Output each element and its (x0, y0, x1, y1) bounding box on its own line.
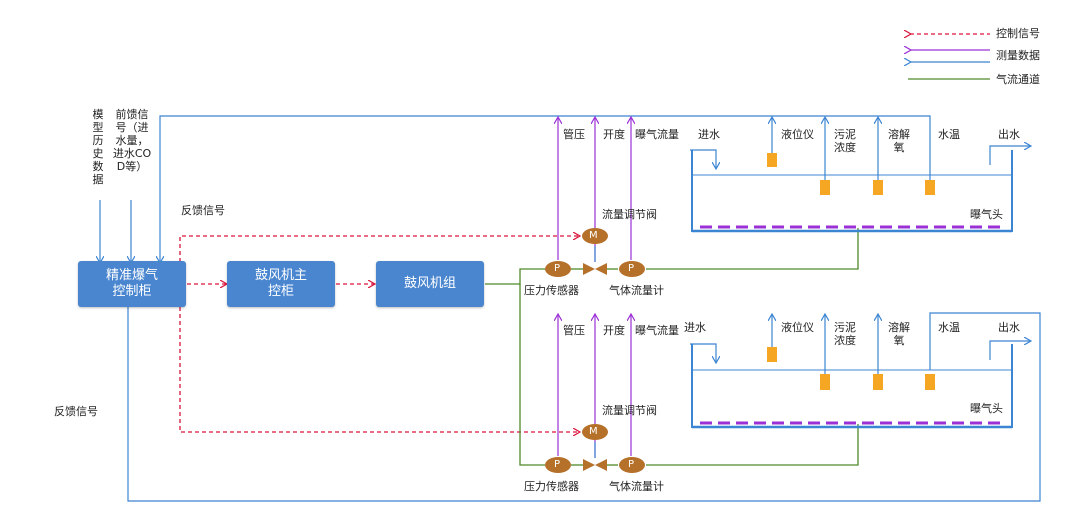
blower-unit[interactable]: 鼓风机组 (376, 261, 484, 307)
l1-diffuser-label: 曝气头 (970, 208, 1003, 221)
l2-valve-right (595, 459, 607, 471)
legend (908, 34, 990, 80)
l2-aeration-flow-label: 曝气流量 (635, 324, 679, 337)
tank-2 (691, 344, 1013, 429)
l1-outlet-label: 出水 (998, 128, 1020, 141)
blower-label: 鼓风机组 (403, 276, 456, 291)
l1-level-label: 液位仪 (781, 128, 814, 141)
tank-1 (691, 150, 1013, 233)
l1-aeration-flow-label: 曝气流量 (635, 128, 679, 141)
l1-temp-label: 水温 (938, 128, 960, 141)
l2-flow-letter: P (628, 459, 635, 470)
l1-do-sensor (873, 180, 883, 195)
l2-valve-left (583, 459, 595, 471)
ctrl-to-valve2 (179, 307, 579, 432)
l2-motor-shape (582, 424, 608, 440)
l1-inlet-arrow (690, 149, 716, 168)
l2-flow-meter-label: 气体流量计 (609, 480, 664, 493)
ctrl-to-valve1 (179, 236, 579, 262)
l2-valve-label: 流量调节阀 (602, 404, 657, 417)
l1-sludge-sensor (820, 180, 830, 195)
feedback-line-top (160, 115, 931, 262)
l1-level-sensor (767, 153, 777, 167)
l1-pressure-sensor-label: 压力传感器 (524, 284, 579, 297)
blower-ctrl-label: 鼓风机主控柜 (254, 268, 307, 299)
l2-sludge-label: 污泥浓度 (834, 321, 856, 347)
feedback-line-bottom (127, 307, 1041, 502)
air-pipe-1 (646, 228, 859, 270)
l1-outlet-arrow (989, 146, 1030, 165)
l2-inlet-label: 进水 (684, 321, 706, 334)
l1-valve-right (595, 263, 607, 275)
l2-diffuser-label: 曝气头 (970, 402, 1003, 415)
blower-main-controller[interactable]: 鼓风机主控柜 (227, 261, 335, 307)
l2-sludge-sensor (820, 374, 830, 390)
l1-valve-left (583, 263, 595, 275)
l2-pressure-sensor-shape (545, 457, 571, 473)
controller-label: 精准爆气控制柜 (105, 268, 158, 299)
l1-pipe-pressure-label: 管压 (563, 128, 585, 141)
l1-sludge-label: 污泥浓度 (834, 128, 856, 154)
feedback-label-bottom: 反馈信号 (54, 405, 98, 418)
legend-measure-label: 测量数据 (996, 49, 1040, 62)
legend-control-label: 控制信号 (996, 27, 1040, 40)
l2-opening-label: 开度 (603, 324, 625, 337)
l2-do-sensor (873, 374, 883, 390)
l1-flow-meter-label: 气体流量计 (609, 284, 664, 297)
history-data-label: 模型历史数据 (92, 108, 104, 186)
air-to-line1 (485, 268, 545, 285)
l1-do-label: 溶解氧 (888, 128, 910, 154)
l2-flow-meter-shape (619, 457, 645, 473)
l2-temp-label: 水温 (938, 321, 960, 334)
l1-opening-label: 开度 (603, 128, 625, 141)
l2-level-label: 液位仪 (781, 321, 814, 334)
l1-pressure-sensor-shape (545, 261, 571, 277)
l1-pressure-letter: P (554, 263, 561, 274)
feedback-label-top: 反馈信号 (181, 204, 225, 217)
l1-motor-letter: M (589, 230, 598, 241)
l2-temp-sensor (925, 374, 935, 390)
l2-do-label: 溶解氧 (888, 321, 910, 347)
l1-inlet-label: 进水 (698, 128, 720, 141)
l2-outlet-arrow (989, 341, 1030, 360)
air-pipe-2 (646, 424, 859, 466)
l2-level-sensor (767, 347, 777, 362)
air-to-line2 (519, 284, 545, 466)
l1-motor-shape (582, 228, 608, 244)
l1-flow-meter-shape (619, 261, 645, 277)
l2-outlet-label: 出水 (998, 321, 1020, 334)
l2-pressure-letter: P (554, 459, 561, 470)
l2-inlet-arrow (690, 343, 716, 362)
legend-air-label: 气流通道 (996, 73, 1040, 86)
precision-aeration-controller[interactable]: 精准爆气控制柜 (78, 261, 186, 307)
l1-flow-letter: P (628, 263, 635, 274)
l2-pipe-pressure-label: 管压 (563, 324, 585, 337)
l1-valve-label: 流量调节阀 (602, 208, 657, 221)
l2-motor-letter: M (589, 426, 598, 437)
l2-pressure-sensor-label: 压力传感器 (524, 480, 579, 493)
feedforward-label: 前馈信号（进水量，进水COD等） (112, 108, 152, 173)
l1-temp-sensor (925, 180, 935, 195)
